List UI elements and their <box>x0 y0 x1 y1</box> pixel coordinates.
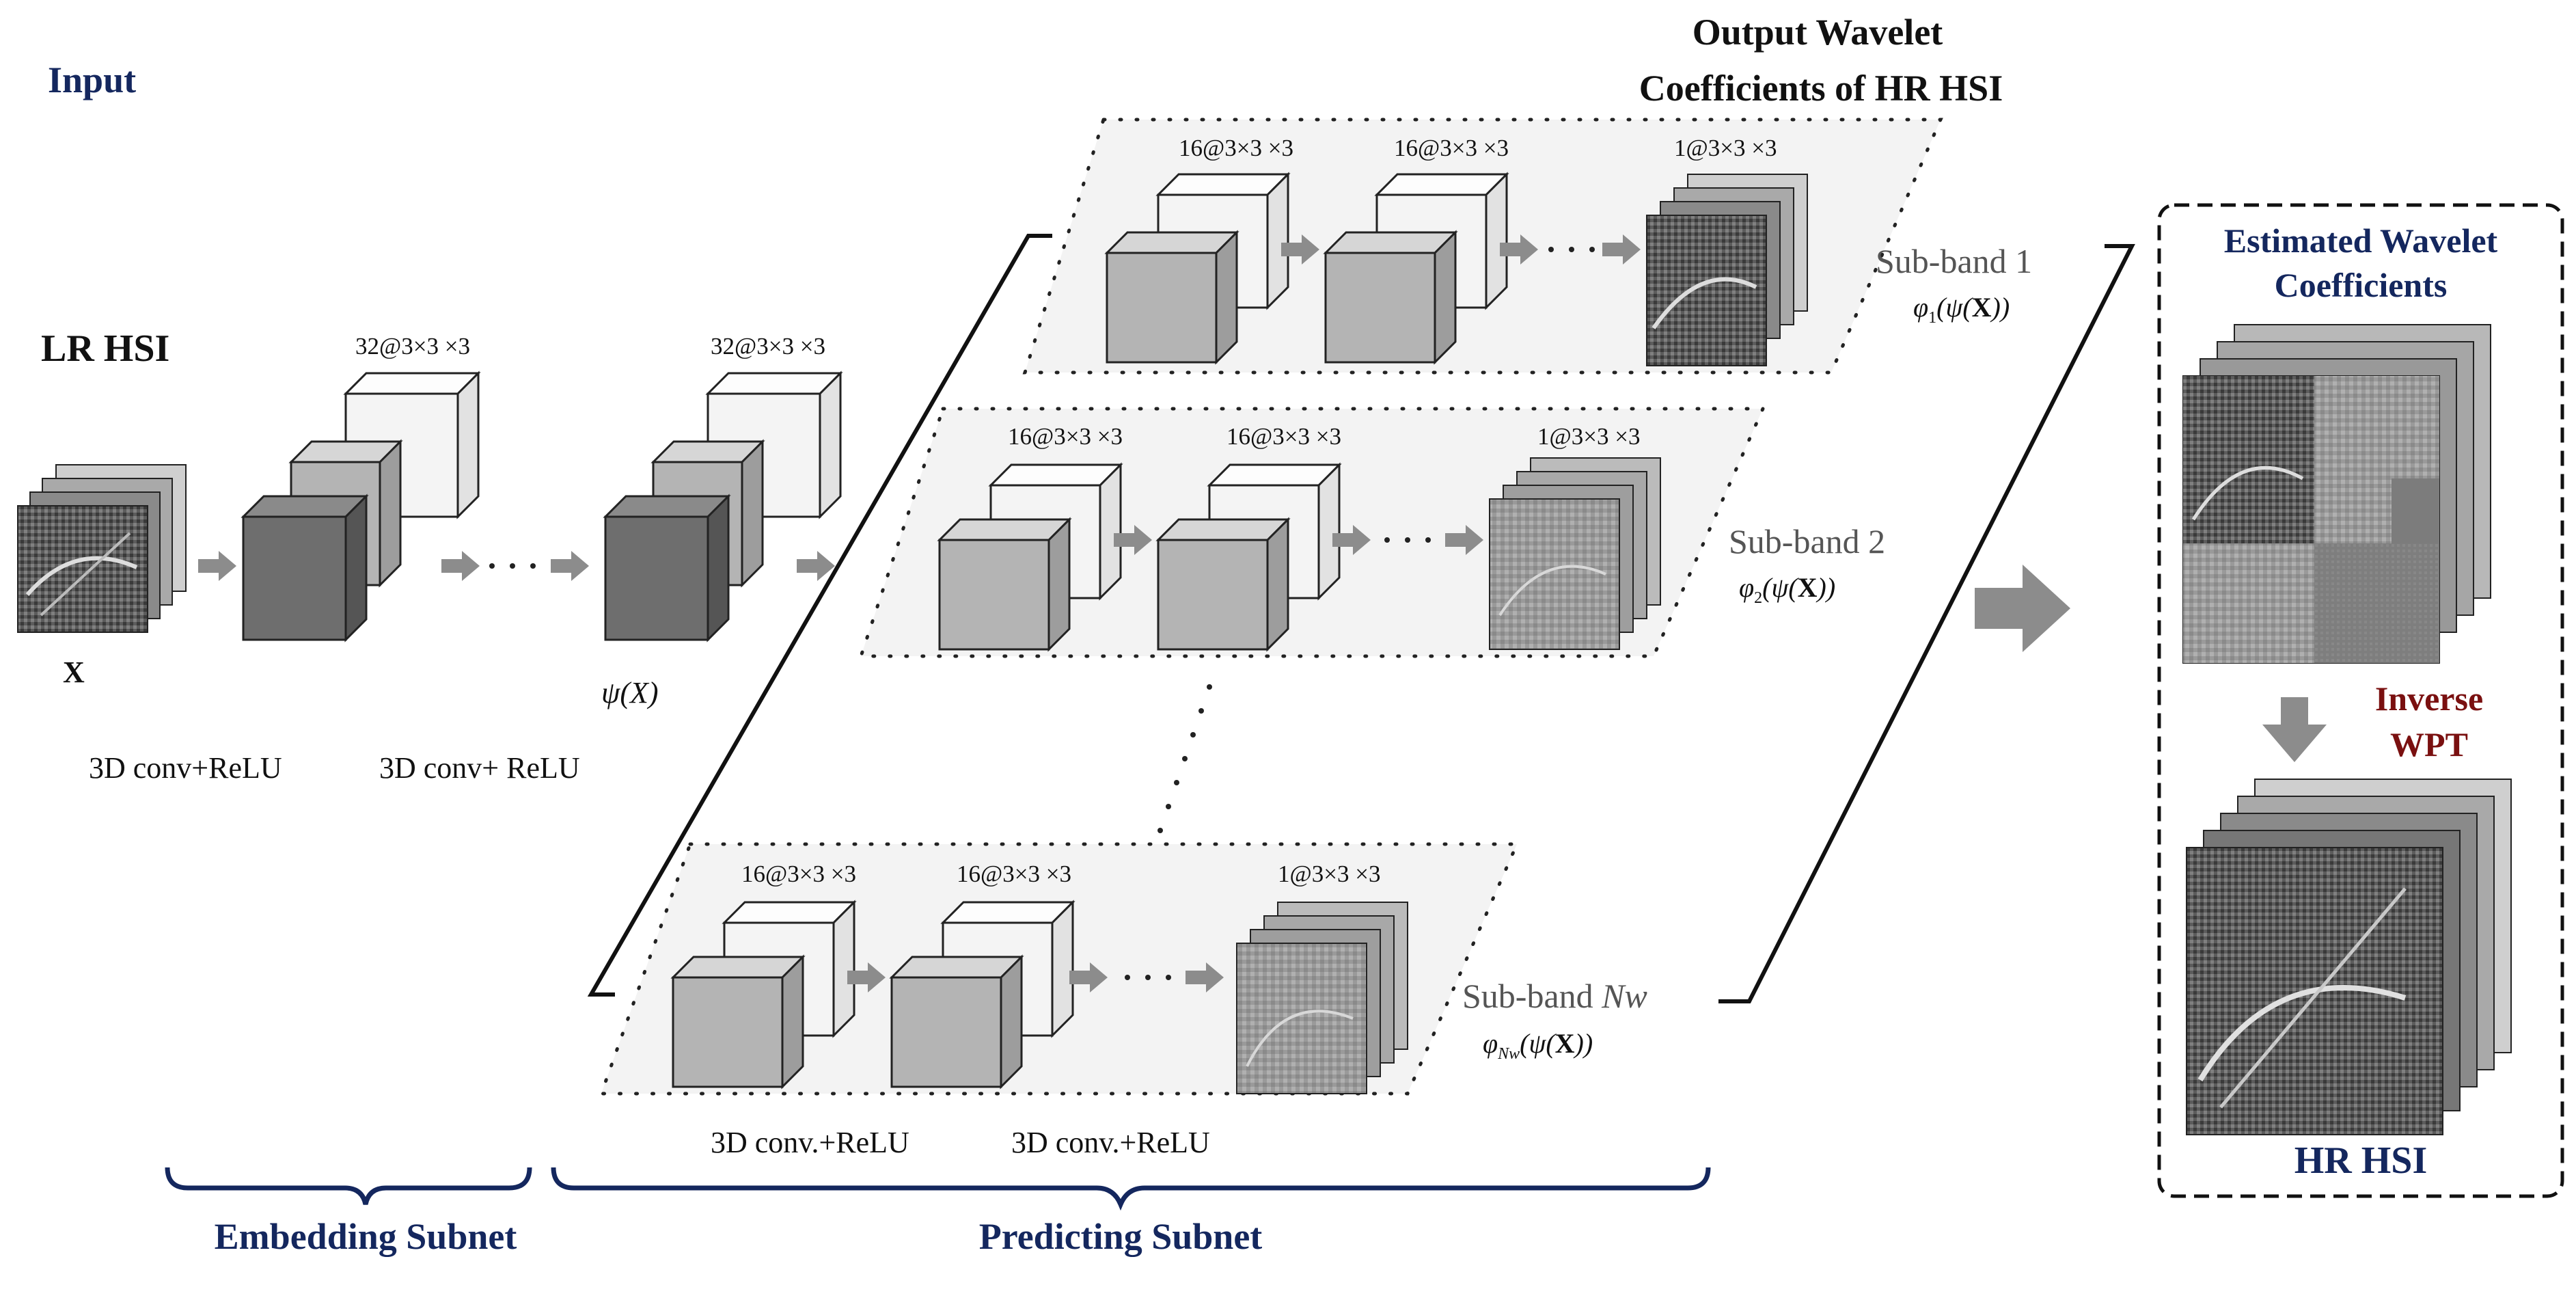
embedding-cube-group-1 <box>241 370 481 643</box>
embedding-cube-group-2 <box>603 370 843 643</box>
panel2-cube-a <box>937 462 1123 652</box>
panelnw-cube-a <box>670 900 857 1090</box>
branch-bracket <box>587 234 1052 997</box>
psi-label: ψ(X) <box>601 676 659 709</box>
inverse-line1: Inverse <box>2374 679 2484 718</box>
predicting-brace <box>551 1167 1711 1211</box>
panelnw-output-stack <box>1236 902 1408 1094</box>
predicting-op-2: 3D conv.+ReLU <box>1011 1126 1210 1159</box>
embedding-kernel-1: 32@3×3 ×3 <box>355 333 470 360</box>
panelnw-kernel-out: 1@3×3 ×3 <box>1278 861 1381 887</box>
inverse-line2: WPT <box>2390 725 2468 763</box>
panel1-cube-b <box>1323 172 1509 365</box>
x-label: X <box>63 655 85 689</box>
panelnw-cube-b <box>889 900 1075 1090</box>
panel1-kernel-out: 1@3×3 ×3 <box>1674 135 1777 161</box>
estimated-line2: Coefficients <box>2274 266 2448 304</box>
subband-nw-prefix: Sub-band <box>1462 977 1593 1015</box>
subband-nw-x: X <box>1554 1028 1575 1059</box>
subband-nw-phi: φNw(ψ(X)) <box>1483 1028 1593 1063</box>
result-dashed-box <box>2157 203 2564 1198</box>
branch-middle-dots <box>1157 684 1212 833</box>
big-arrow <box>1975 565 2070 652</box>
subband-panel-2 <box>858 407 1766 658</box>
subband-1-phi-sub: 1 <box>1928 309 1937 327</box>
panel1-kernel-b: 16@3×3 ×3 <box>1394 135 1509 161</box>
panelnw-kernel-b: 16@3×3 ×3 <box>957 861 1071 887</box>
lr-hsi-label: LR HSI <box>41 327 170 370</box>
panel2-kernel-b: 16@3×3 ×3 <box>1227 423 1341 450</box>
output-title-line1: Output Wavelet <box>1692 12 1943 53</box>
embedding-kernel-2: 32@3×3 ×3 <box>711 333 825 360</box>
panel1-cube-a <box>1104 172 1291 365</box>
embedding-arrows <box>198 551 835 581</box>
subband-1-phi: φ1(ψ(X)) <box>1913 292 2010 327</box>
subband-panel-nw <box>599 842 1520 1096</box>
subband-2-label: Sub-band 2 <box>1729 522 1886 560</box>
output-title-line2: Coefficients of HR HSI <box>1639 68 2003 109</box>
subband-2-phi-sub: 2 <box>1754 589 1763 607</box>
embedding-op-1: 3D conv+ReLU <box>89 751 282 785</box>
predicting-subnet-label: Predicting Subnet <box>978 1216 1263 1257</box>
panelnw-kernel-a: 16@3×3 ×3 <box>741 861 856 887</box>
subband-nw-italic: Nw <box>1602 977 1647 1015</box>
panel1-output-stack <box>1646 174 1808 366</box>
estimated-line1: Estimated Wavelet <box>2223 221 2498 260</box>
subband-1-x: X <box>1971 292 1992 323</box>
estimated-coefficients-stack <box>2182 324 2491 664</box>
subband-1-label: Sub-band 1 <box>1876 242 2033 280</box>
subband-2-phi: φ2(ψ(X)) <box>1739 572 1836 607</box>
panel1-kernel-a: 16@3×3 ×3 <box>1179 135 1293 161</box>
input-image-stack <box>17 464 187 633</box>
embedding-subnet-label: Embedding Subnet <box>214 1216 517 1257</box>
down-arrow <box>2262 697 2327 762</box>
input-title: Input <box>48 59 137 100</box>
embedding-op-2: 3D conv+ ReLU <box>379 751 580 785</box>
panel2-output-stack <box>1489 457 1661 650</box>
hr-hsi-stack <box>2186 779 2512 1135</box>
embedding-brace <box>165 1167 532 1205</box>
collect-bracket <box>1718 244 2135 1003</box>
subband-2-x: X <box>1797 572 1818 603</box>
panel2-kernel-a: 16@3×3 ×3 <box>1008 423 1123 450</box>
subband-nw-phi-sub: Nw <box>1498 1045 1520 1063</box>
subband-nw-label: Sub-band Nw <box>1462 977 1647 1015</box>
hr-hsi-label: HR HSI <box>2294 1139 2428 1182</box>
subband-panel-1 <box>1022 118 1943 375</box>
predicting-op-1: 3D conv.+ReLU <box>711 1126 909 1159</box>
panel2-kernel-out: 1@3×3 ×3 <box>1537 423 1641 450</box>
panel2-cube-b <box>1155 462 1342 652</box>
